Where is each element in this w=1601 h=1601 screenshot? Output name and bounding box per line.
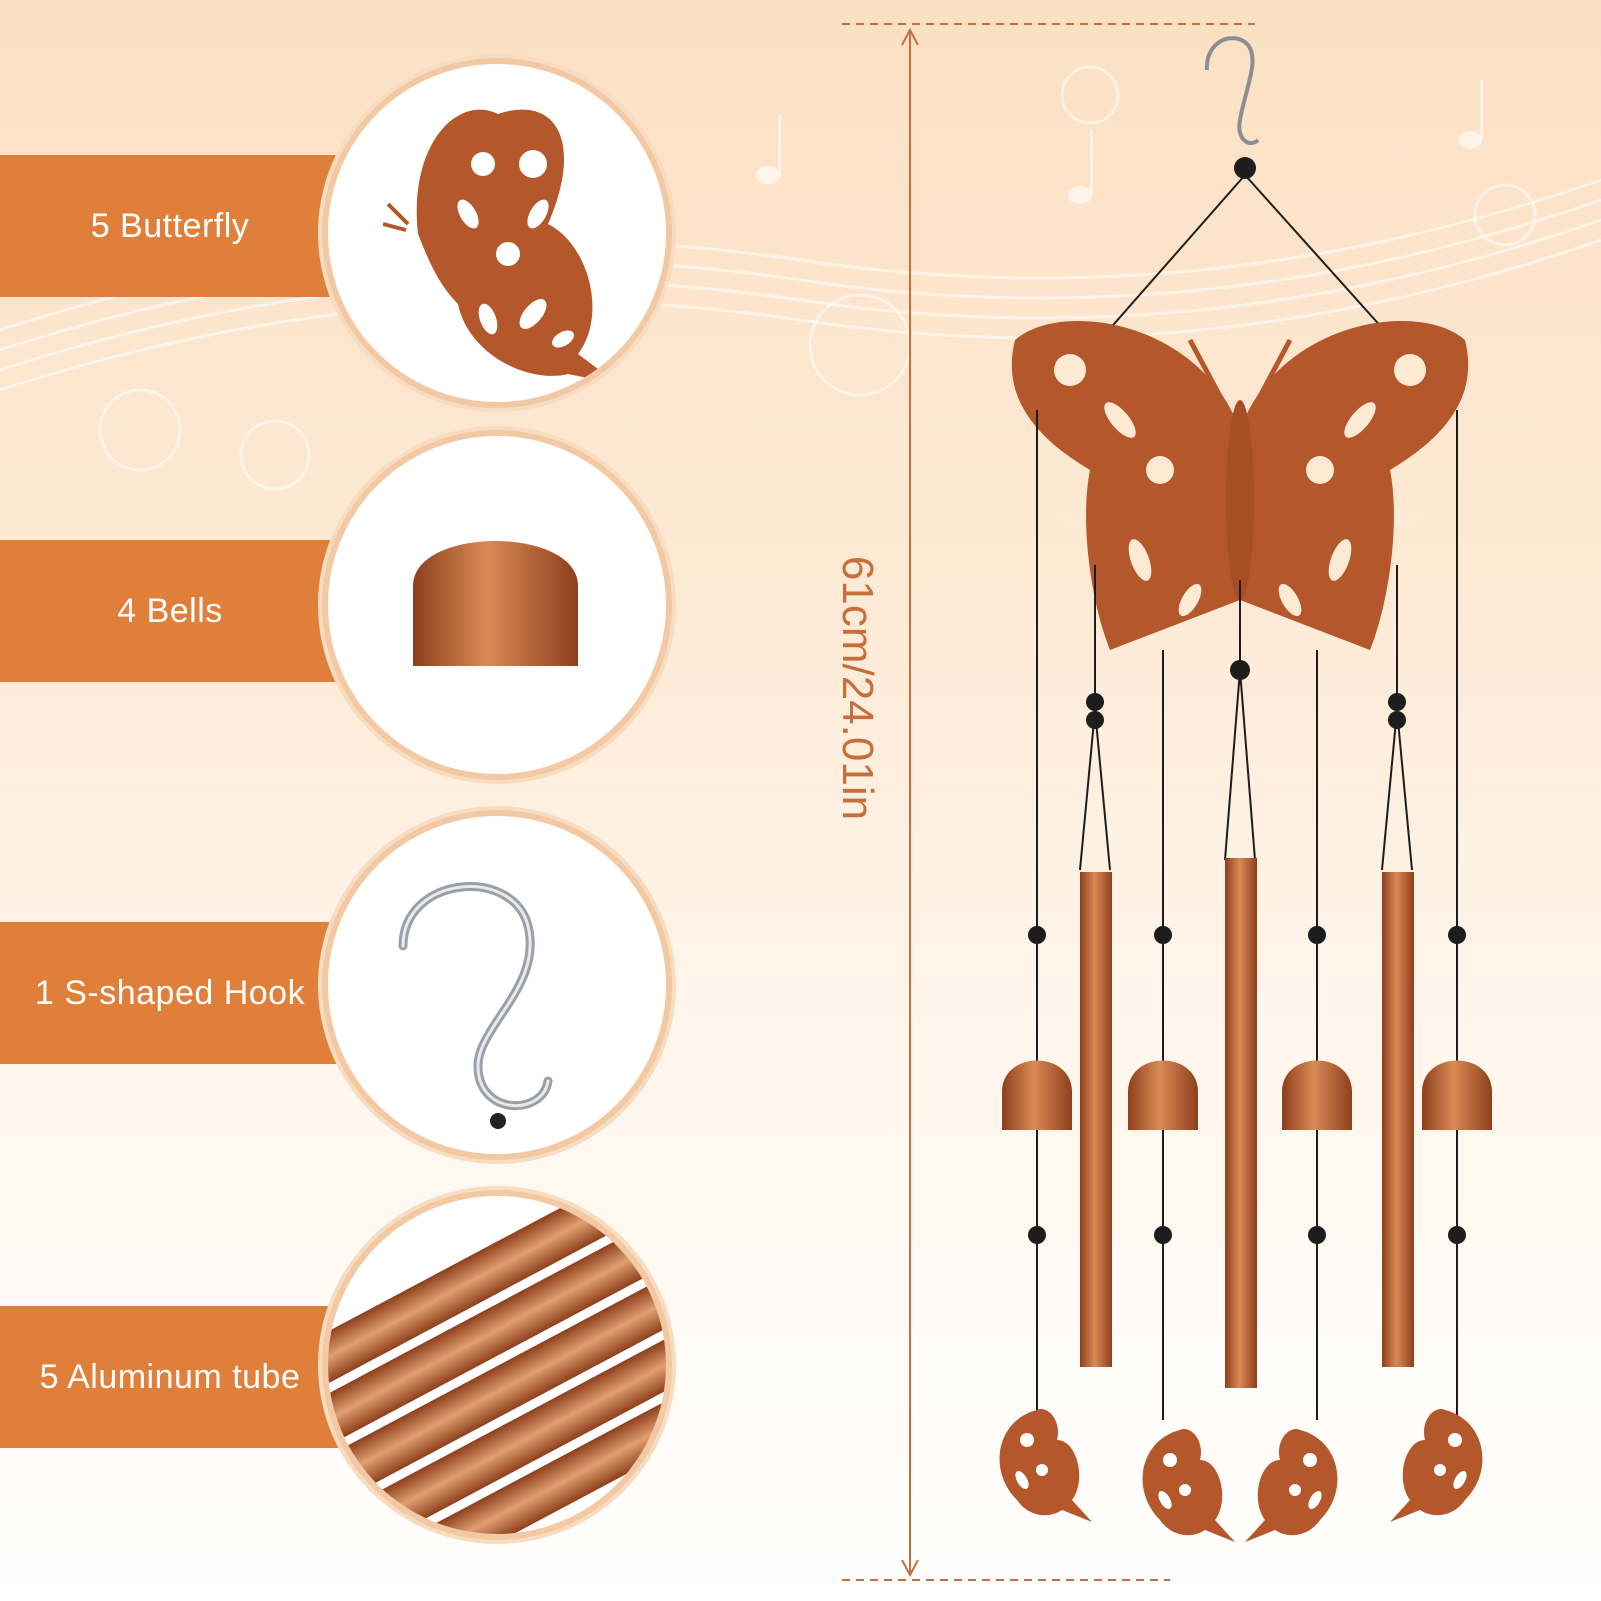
main-butterfly [1011,320,1469,650]
butterfly-icon [382,109,618,385]
tube-1 [1080,872,1112,1367]
feature-label-tube: 5 Aluminum tube [0,1306,340,1448]
bells [1002,1060,1492,1130]
tube-icon [328,1196,666,1534]
s-hook-icon [398,882,553,1129]
feature-circle-bell [322,430,672,780]
feature-label-butterfly: 5 Butterfly [0,155,340,297]
tube-2 [1225,858,1257,1388]
dimension-label: 61cm/24.01in [833,555,882,821]
dimension-indicator [842,23,1255,1581]
feature-circle-butterfly [322,58,672,408]
bell-icon [413,541,578,666]
feature-label-bells: 4 Bells [0,540,340,682]
feature-label-hook: 1 S-shaped Hook [0,922,340,1064]
feature-circle-tube [322,1190,672,1540]
tube-3 [1382,872,1414,1367]
feature-circle-hook [322,810,672,1160]
